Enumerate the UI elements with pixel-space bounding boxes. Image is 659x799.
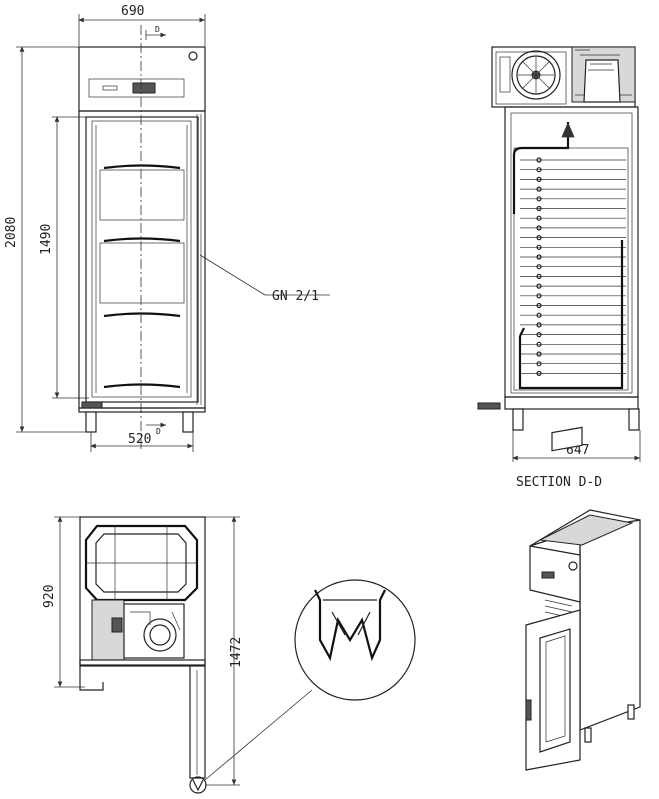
front-view: 690 D 2080 1490 — [4, 4, 330, 452]
shelf-slot-pin — [536, 244, 542, 250]
isometric-view — [525, 426, 641, 771]
dim-interior-height: 1490 — [39, 224, 54, 255]
shelf-slot-pin — [536, 176, 542, 182]
shelf-slot-pin — [536, 312, 542, 318]
shelf-slot-pin — [536, 351, 542, 357]
dim-interior-width: 520 — [128, 432, 151, 447]
section-title: SECTION D-D — [516, 475, 602, 490]
dim-door-open: 1472 — [229, 637, 244, 668]
shelf-slot-pin — [536, 341, 542, 347]
shelf-slot-pin — [536, 361, 542, 367]
section-shelf-slots — [520, 157, 626, 376]
shelf-slot-pin — [536, 157, 542, 163]
section-mark-bottom: D — [156, 427, 161, 436]
section-view: 647 SECTION D-D — [477, 46, 641, 490]
shelf-callout: GN 2/1 — [272, 289, 319, 304]
shelf-slot-pin — [536, 186, 542, 192]
shelf-slot-pin — [536, 225, 542, 231]
shelf-slot-pin — [536, 254, 542, 260]
shelf-slot-pin — [536, 293, 542, 299]
shelf-slot-pin — [536, 273, 542, 279]
shelf-slot-pin — [536, 196, 542, 202]
dim-top-depth: 920 — [42, 585, 57, 608]
shelf-slot-pin — [536, 167, 542, 173]
shelf-slot-pin — [536, 205, 542, 212]
shelf-slot-pin — [536, 370, 542, 376]
shelf-slot-pin — [536, 322, 542, 328]
shelf-slot-pin — [536, 283, 542, 289]
shelf-slot-pin — [536, 264, 542, 270]
shelf-slot-pin — [536, 215, 542, 221]
gasket-detail — [294, 579, 416, 701]
dim-overall-height: 2080 — [4, 217, 19, 248]
shelf-slot-pin — [536, 235, 542, 241]
front-shelves — [99, 164, 185, 389]
top-view: 920 1472 — [42, 516, 313, 794]
shelf-slot-pin — [536, 302, 542, 309]
section-mark-top: D — [155, 25, 160, 34]
shelf-slot-pin — [536, 332, 542, 338]
dim-overall-width: 690 — [121, 4, 144, 19]
